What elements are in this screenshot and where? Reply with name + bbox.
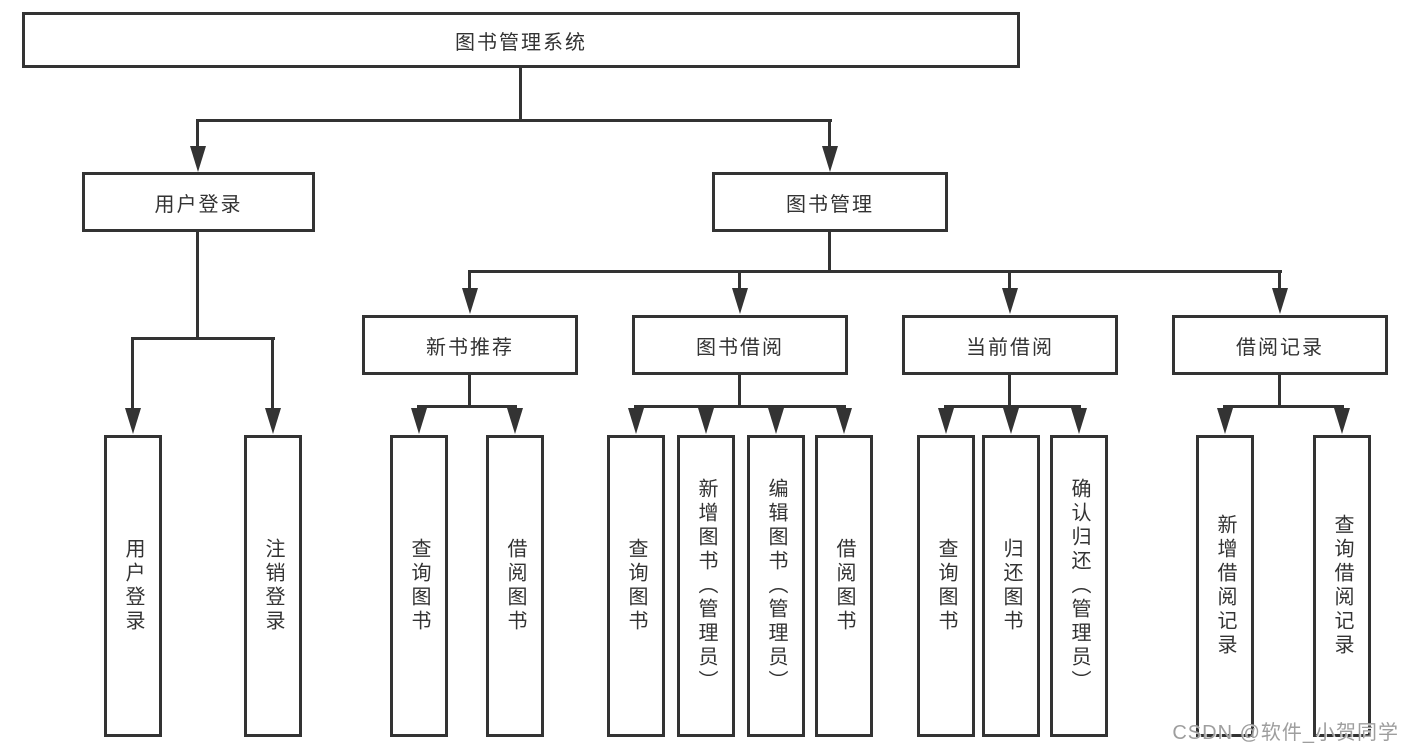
leaf-user-login: 用户登录 [104, 435, 162, 737]
leaf-add-borrow-record: 新增借阅记录 [1196, 435, 1254, 737]
connector-stub [1008, 375, 1011, 405]
node-label: 新书推荐 [426, 336, 514, 359]
arrow-down-icon [732, 288, 748, 314]
arrow-down-icon [1003, 408, 1019, 434]
node-user-login: 用户登录 [82, 172, 315, 232]
node-library-management-system: 图书管理系统 [22, 12, 1020, 68]
arrow-down-icon [1334, 408, 1350, 434]
arrow-down-icon [411, 408, 427, 434]
connector-stub [468, 375, 471, 405]
connector-root-stub [519, 68, 522, 120]
leaf-label: 查询图书 [408, 538, 430, 634]
leaf-edit-books-admin: 编辑图书（管理员） [747, 435, 805, 737]
node-label: 图书借阅 [696, 336, 784, 359]
connector-drop-line [468, 270, 471, 290]
connector-level3-hline [468, 270, 1282, 273]
arrow-down-icon [628, 408, 644, 434]
connector-hline [634, 405, 846, 408]
arrow-down-icon [698, 408, 714, 434]
leaf-add-books-admin: 新增图书（管理员） [677, 435, 735, 737]
connector-hline [417, 405, 517, 408]
arrow-down-icon [265, 408, 281, 434]
arrow-down-icon [1272, 288, 1288, 314]
connector-drop-line [131, 337, 134, 410]
leaf-label: 查询图书 [935, 538, 957, 634]
connector-hline [944, 405, 1081, 408]
node-book-management: 图书管理 [712, 172, 948, 232]
leaf-query-borrow-record: 查询借阅记录 [1313, 435, 1371, 737]
leaf-confirm-return-admin: 确认归还（管理员） [1050, 435, 1108, 737]
node-current-borrow: 当前借阅 [902, 315, 1118, 375]
arrow-down-icon [1071, 408, 1087, 434]
node-book-borrow: 图书借阅 [632, 315, 848, 375]
connector-user-login-hline [131, 337, 275, 340]
leaf-label: 借阅图书 [833, 538, 855, 634]
leaf-borrow-books-recommend: 借阅图书 [486, 435, 544, 737]
arrow-down-icon [768, 408, 784, 434]
csdn-watermark: CSDN @软件_小贺同学 [1172, 722, 1399, 744]
node-label: 用户登录 [154, 193, 243, 216]
leaf-label: 确认归还（管理员） [1068, 478, 1090, 694]
arrow-down-icon [462, 288, 478, 314]
leaf-query-books-recommend: 查询图书 [390, 435, 448, 737]
arrow-down-icon [822, 146, 838, 172]
node-label: 当前借阅 [966, 336, 1054, 359]
leaf-label: 归还图书 [1000, 538, 1022, 634]
leaf-borrow-books: 借阅图书 [815, 435, 873, 737]
leaf-label: 编辑图书（管理员） [765, 478, 787, 694]
arrow-down-icon [507, 408, 523, 434]
node-label: 图书管理 [786, 193, 874, 216]
node-new-book-recommend: 新书推荐 [362, 315, 578, 375]
node-borrow-records: 借阅记录 [1172, 315, 1388, 375]
connector-book-mgmt-stub [828, 232, 831, 270]
arrow-down-icon [1002, 288, 1018, 314]
arrow-down-icon [1217, 408, 1233, 434]
arrow-down-icon [938, 408, 954, 434]
leaf-label: 注销登录 [262, 538, 284, 634]
arrow-down-icon [125, 408, 141, 434]
leaf-return-books: 归还图书 [982, 435, 1040, 737]
leaf-label: 查询图书 [625, 538, 647, 634]
connector-drop-line [828, 120, 831, 148]
connector-drop-line [1008, 270, 1011, 290]
leaf-query-books-current: 查询图书 [917, 435, 975, 737]
connector-drop-line [196, 120, 199, 148]
arrow-down-icon [836, 408, 852, 434]
connector-drop-line [271, 337, 274, 410]
arrow-down-icon [190, 146, 206, 172]
leaf-label: 用户登录 [122, 538, 144, 634]
leaf-label: 借阅图书 [504, 538, 526, 634]
connector-drop-line [738, 270, 741, 290]
connector-drop-line [1278, 270, 1281, 290]
leaf-logout: 注销登录 [244, 435, 302, 737]
leaf-query-books-borrow: 查询图书 [607, 435, 665, 737]
leaf-label: 查询借阅记录 [1331, 514, 1353, 658]
connector-stub [738, 375, 741, 405]
leaf-label: 新增借阅记录 [1214, 514, 1236, 658]
connector-level2-hline [196, 119, 832, 122]
connector-hline [1223, 405, 1344, 408]
leaf-label: 新增图书（管理员） [695, 478, 717, 694]
connector-stub [1278, 375, 1281, 405]
node-label: 借阅记录 [1236, 336, 1324, 359]
connector-user-login-stub [196, 232, 199, 337]
node-label: 图书管理系统 [455, 31, 587, 54]
